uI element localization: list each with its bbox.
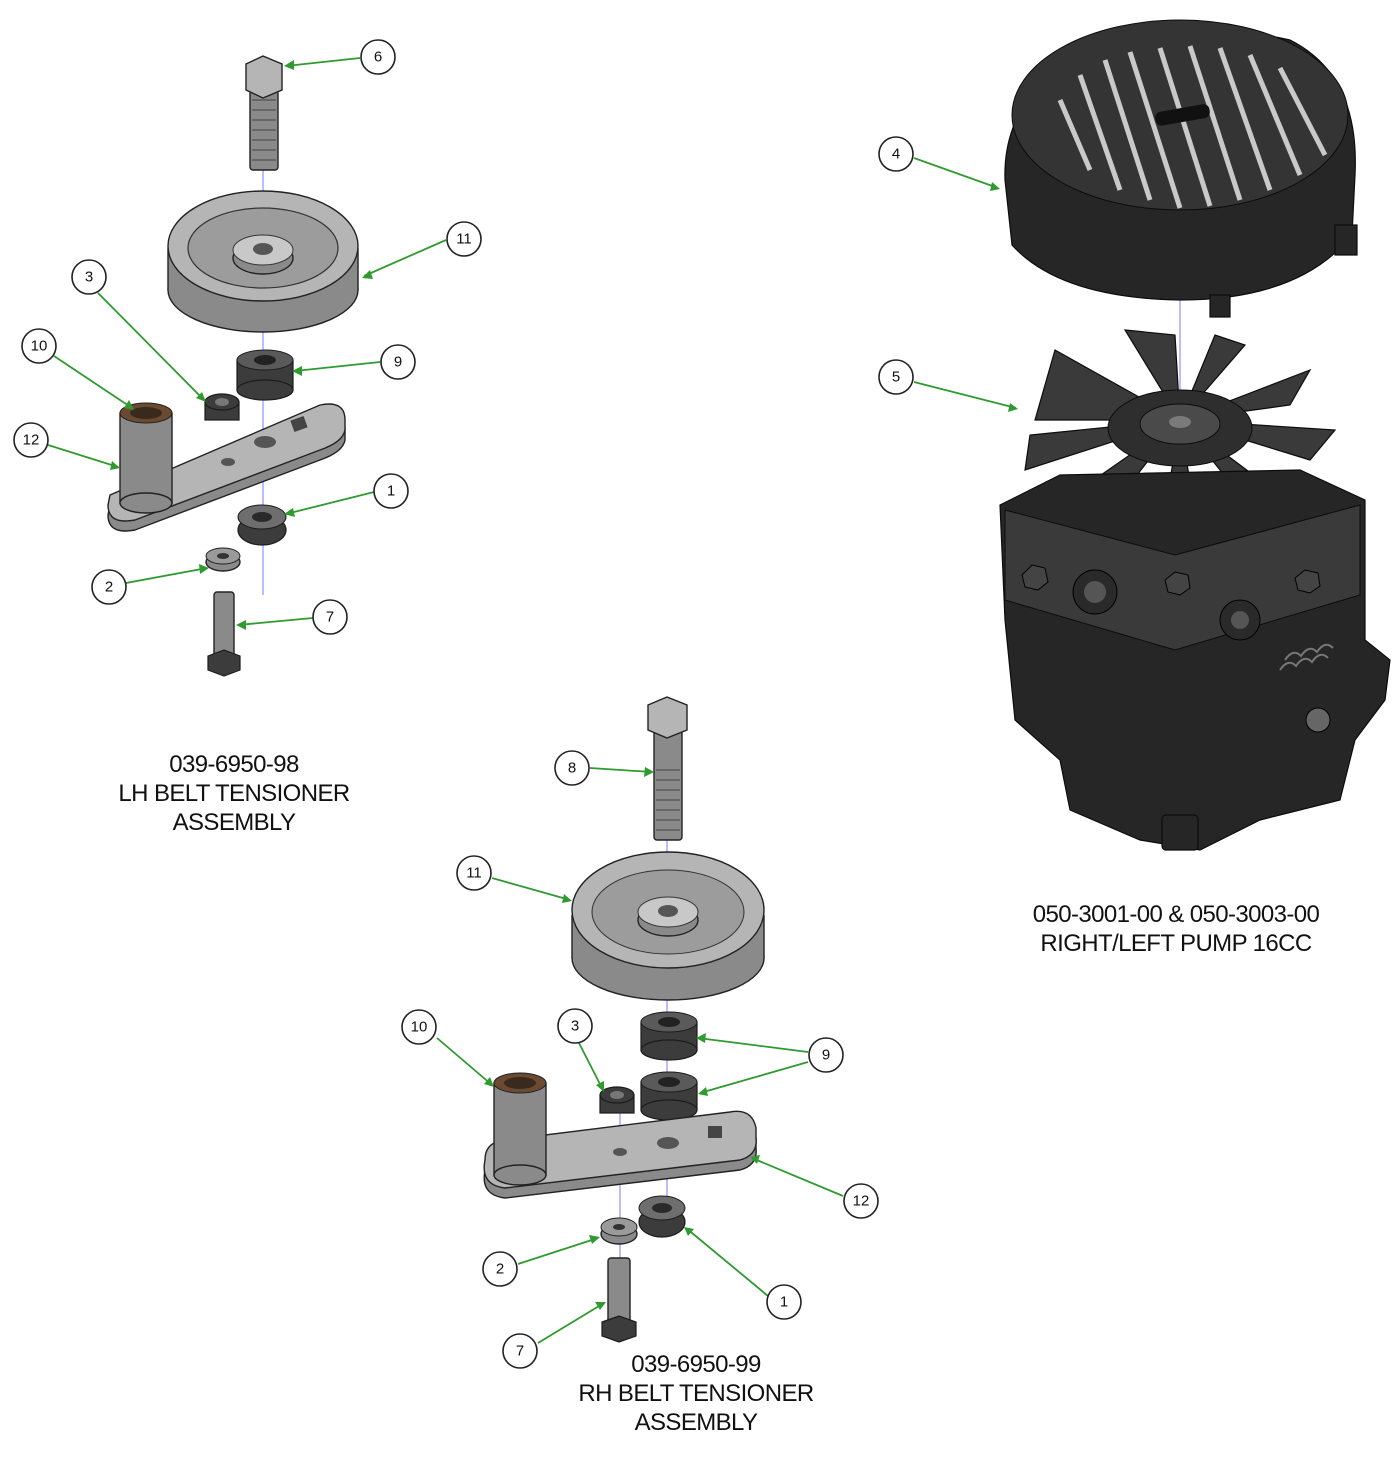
- svg-text:3: 3: [571, 1018, 579, 1035]
- lh-bolt-bottom: [207, 591, 241, 677]
- rh-arm: [483, 1110, 757, 1199]
- svg-text:3: 3: [85, 269, 93, 286]
- callout-rh-2: 2: [482, 1251, 518, 1287]
- svg-text:9: 9: [394, 354, 402, 371]
- svg-text:6: 6: [374, 49, 382, 66]
- callout-rh-3: 3: [557, 1008, 593, 1044]
- svg-text:7: 7: [516, 1343, 524, 1360]
- rh-flange-nut: [638, 1195, 686, 1238]
- callout-pump-5: 5: [878, 359, 914, 395]
- rh-spacer-lower: [640, 1071, 698, 1121]
- svg-text:8: 8: [568, 760, 576, 777]
- svg-text:12: 12: [853, 1193, 870, 1210]
- lh-pulley: [167, 190, 359, 333]
- lh-bushing: [119, 402, 173, 514]
- svg-text:1: 1: [387, 483, 395, 500]
- callout-rh-1: 1: [766, 1284, 802, 1320]
- lh-flange-nut: [237, 504, 287, 546]
- rh-part-number: 039-6950-99: [631, 1351, 761, 1378]
- callout-rh-7: 7: [502, 1333, 538, 1369]
- callout-lh-3: 3: [71, 259, 107, 295]
- svg-text:7: 7: [326, 609, 334, 626]
- svg-text:5: 5: [892, 369, 900, 386]
- callout-pump-4: 4: [878, 136, 914, 172]
- pump-leader-lines: [913, 157, 1018, 412]
- callout-lh-6: 6: [360, 39, 396, 75]
- callout-lh-7: 7: [312, 599, 348, 635]
- rh-nut-small: [599, 1086, 635, 1114]
- rh-subtitle: ASSEMBLY: [635, 1409, 758, 1436]
- svg-text:2: 2: [496, 1261, 504, 1278]
- lh-part-number: 039-6950-98: [169, 751, 299, 778]
- lh-caption: 039-6950-98 LH BELT TENSIONER ASSEMBLY: [118, 751, 350, 836]
- svg-text:11: 11: [456, 231, 472, 248]
- pump-assembly: [999, 19, 1391, 851]
- svg-text:1: 1: [780, 1294, 788, 1311]
- svg-text:2: 2: [105, 579, 113, 596]
- callout-lh-12: 12: [13, 422, 49, 458]
- callout-rh-9: 9: [808, 1037, 844, 1073]
- rh-bolt-bottom: [601, 1257, 637, 1343]
- lh-washer: [205, 547, 241, 572]
- rh-pulley: [571, 851, 765, 1001]
- callout-lh-1: 1: [373, 473, 409, 509]
- rh-spacer-upper: [640, 1011, 698, 1061]
- lh-nut-small: [204, 393, 240, 421]
- rh-tensioner-assembly: [483, 696, 765, 1343]
- callout-lh-10: 10: [21, 328, 57, 364]
- svg-text:10: 10: [31, 338, 48, 355]
- callout-lh-9: 9: [380, 344, 416, 380]
- rh-washer: [600, 1217, 638, 1245]
- rh-leader-lines: [436, 767, 844, 1344]
- pump-caption: 050-3001-00 & 050-3003-00 RIGHT/LEFT PUM…: [1033, 901, 1320, 957]
- pump-body: [999, 469, 1391, 851]
- callout-lh-11: 11: [446, 221, 482, 257]
- callout-lh-2: 2: [91, 569, 127, 605]
- svg-text:10: 10: [411, 1019, 428, 1036]
- svg-text:9: 9: [822, 1047, 830, 1064]
- callout-rh-11: 11: [456, 855, 492, 891]
- rh-bushing: [493, 1072, 547, 1186]
- lh-spacer: [236, 349, 294, 401]
- svg-text:11: 11: [466, 865, 482, 882]
- svg-text:4: 4: [892, 146, 900, 163]
- callout-rh-8: 8: [554, 750, 590, 786]
- svg-text:12: 12: [23, 432, 40, 449]
- lh-leader-lines: [47, 57, 447, 630]
- pump-part-numbers: 050-3001-00 & 050-3003-00: [1033, 901, 1320, 928]
- pump-title: RIGHT/LEFT PUMP 16CC: [1040, 930, 1311, 957]
- lh-tensioner-assembly: [107, 55, 359, 677]
- rh-bolt-top: [647, 696, 688, 841]
- callout-rh-10: 10: [401, 1009, 437, 1045]
- rh-caption: 039-6950-99 RH BELT TENSIONER ASSEMBLY: [578, 1351, 814, 1436]
- callout-rh-12: 12: [843, 1183, 879, 1219]
- rh-title: RH BELT TENSIONER: [578, 1380, 813, 1407]
- lh-title: LH BELT TENSIONER: [118, 780, 349, 807]
- lh-subtitle: ASSEMBLY: [173, 809, 296, 836]
- lh-bolt-top: [245, 55, 283, 171]
- pump-fan-cover: [1004, 19, 1358, 318]
